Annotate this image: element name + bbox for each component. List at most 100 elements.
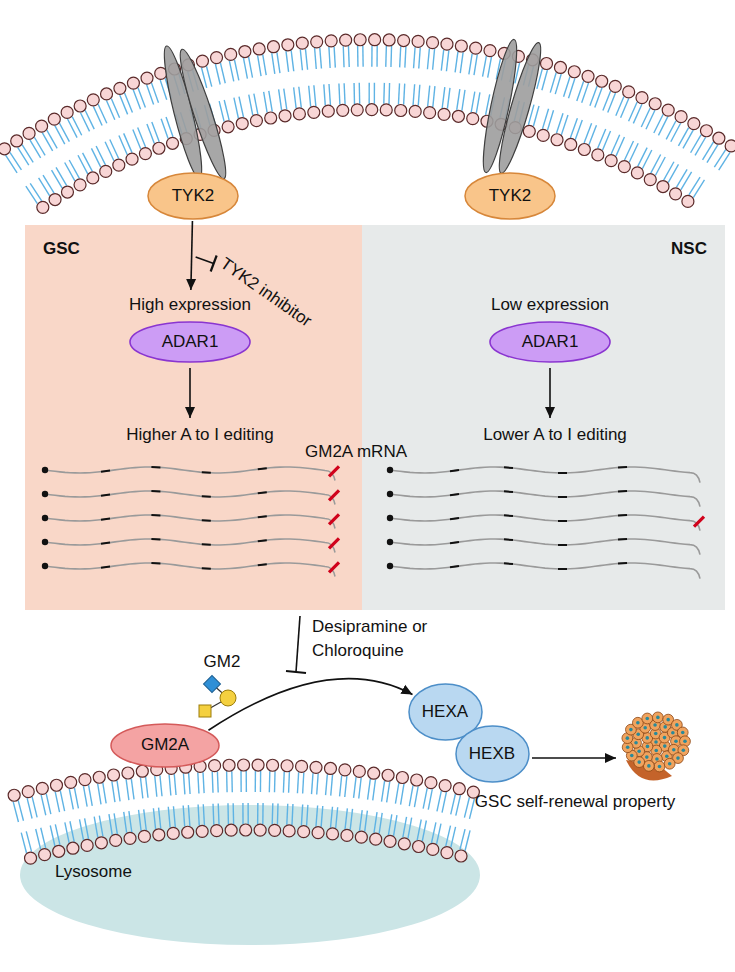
lipid-tail <box>331 775 333 796</box>
mrna-exon-mark <box>151 538 160 540</box>
text-label: Higher A to I editing <box>126 423 273 447</box>
lipid-tail <box>414 786 418 807</box>
mrna-exon-mark <box>151 466 160 468</box>
cell-nucleus <box>629 728 633 732</box>
lipid-head <box>136 765 148 777</box>
mrna-exon-mark <box>202 495 211 498</box>
lipid-heads <box>0 34 735 214</box>
lipid-tail <box>152 122 159 142</box>
cell-nucleus <box>654 740 658 744</box>
lipid-tail <box>111 98 119 117</box>
lipid-tail <box>249 95 253 116</box>
lipid-head <box>324 762 336 774</box>
cell <box>643 760 654 771</box>
lipid-tail <box>691 135 702 153</box>
lipid-tail <box>262 803 264 824</box>
lipid-tail <box>442 792 446 813</box>
lipid-tail <box>374 812 377 833</box>
lipid-head <box>700 125 712 137</box>
cell-nucleus <box>646 745 650 749</box>
lipid-tail <box>462 90 465 111</box>
lipid-head <box>11 135 23 147</box>
lipid-tail <box>224 100 229 120</box>
lipid-tail <box>277 803 279 824</box>
lipid-tail <box>286 804 288 825</box>
lipid-tail <box>555 74 561 94</box>
mrna-exon-mark <box>504 466 513 469</box>
lipid-tail <box>460 52 463 73</box>
lipid-tail <box>288 772 290 793</box>
lipid-tail <box>414 47 416 68</box>
lipid-head <box>167 137 179 149</box>
glycan-sugar <box>199 705 211 717</box>
lipid-tail <box>220 63 225 83</box>
lipid-tail <box>561 115 568 135</box>
ellipse-shape <box>465 173 555 219</box>
lipid-head <box>196 825 208 837</box>
lipid-tail <box>203 804 204 825</box>
lipid-head <box>368 767 380 779</box>
lipid-tail <box>395 783 398 804</box>
lipid-tail <box>153 808 155 829</box>
lipid-tail <box>357 46 359 67</box>
lipid-tail <box>437 824 441 845</box>
lipid-tail <box>160 80 167 100</box>
text-label: GM2 <box>204 650 241 674</box>
lipid-tail <box>21 833 26 853</box>
lipid-tail <box>394 815 397 836</box>
lipid-tail <box>589 125 597 145</box>
lipid-tail <box>719 152 730 170</box>
mrna-exon-mark <box>450 494 459 495</box>
mrna-exon-mark <box>202 519 211 522</box>
lipid-tail <box>89 785 93 806</box>
mrna-strand <box>390 467 700 483</box>
lipid-head <box>582 70 594 82</box>
node-label: GM2A <box>141 735 189 755</box>
mrna-exon-mark <box>258 492 267 493</box>
lipid-head <box>355 831 367 843</box>
label-holder: GM2 <box>204 650 241 674</box>
cell-nucleus <box>666 718 670 722</box>
lipid-tail <box>303 773 304 794</box>
lipid-tail <box>55 824 60 844</box>
lipid-tail <box>340 776 342 797</box>
lipid-tail <box>373 780 376 801</box>
lipid-tail <box>629 143 638 162</box>
lipid-tail <box>408 818 412 839</box>
lipid-tail <box>376 46 378 67</box>
cell-nucleus <box>636 732 640 736</box>
lipid-head <box>455 850 467 862</box>
ellipse-shape <box>111 724 219 767</box>
mrna-exon-mark <box>151 490 160 492</box>
lipid-head <box>250 115 262 127</box>
lipid-tail <box>469 799 474 819</box>
lipid-tail <box>556 113 563 133</box>
lipid-tail <box>78 155 88 174</box>
lipid-tail <box>582 83 589 103</box>
lipid-head <box>0 143 10 155</box>
cell-nucleus <box>658 765 662 769</box>
lipid-tail <box>144 809 147 830</box>
lipid-tail <box>326 774 328 795</box>
lipid-tail <box>608 93 616 113</box>
lipid-head <box>283 825 295 837</box>
lipid-tail <box>13 802 18 822</box>
lipid-tail <box>283 772 285 793</box>
lipid-tail <box>646 110 655 129</box>
lipid-head <box>554 61 566 73</box>
cell <box>664 758 675 769</box>
label-holder: GSC self-renewal property <box>475 790 675 814</box>
lipid-tail <box>291 804 293 825</box>
lipid-head <box>384 835 396 847</box>
mrna-exon-mark <box>450 518 459 519</box>
lipid-tail <box>428 86 430 107</box>
lipid-head <box>36 782 48 794</box>
cell-nucleus <box>675 723 679 727</box>
lipid-tail <box>575 120 582 140</box>
lipid-tail <box>217 772 219 793</box>
lipid-tail <box>446 826 451 846</box>
lipid-tail <box>413 84 415 105</box>
node-label: ADAR1 <box>522 332 579 352</box>
lipid-head <box>281 760 293 772</box>
